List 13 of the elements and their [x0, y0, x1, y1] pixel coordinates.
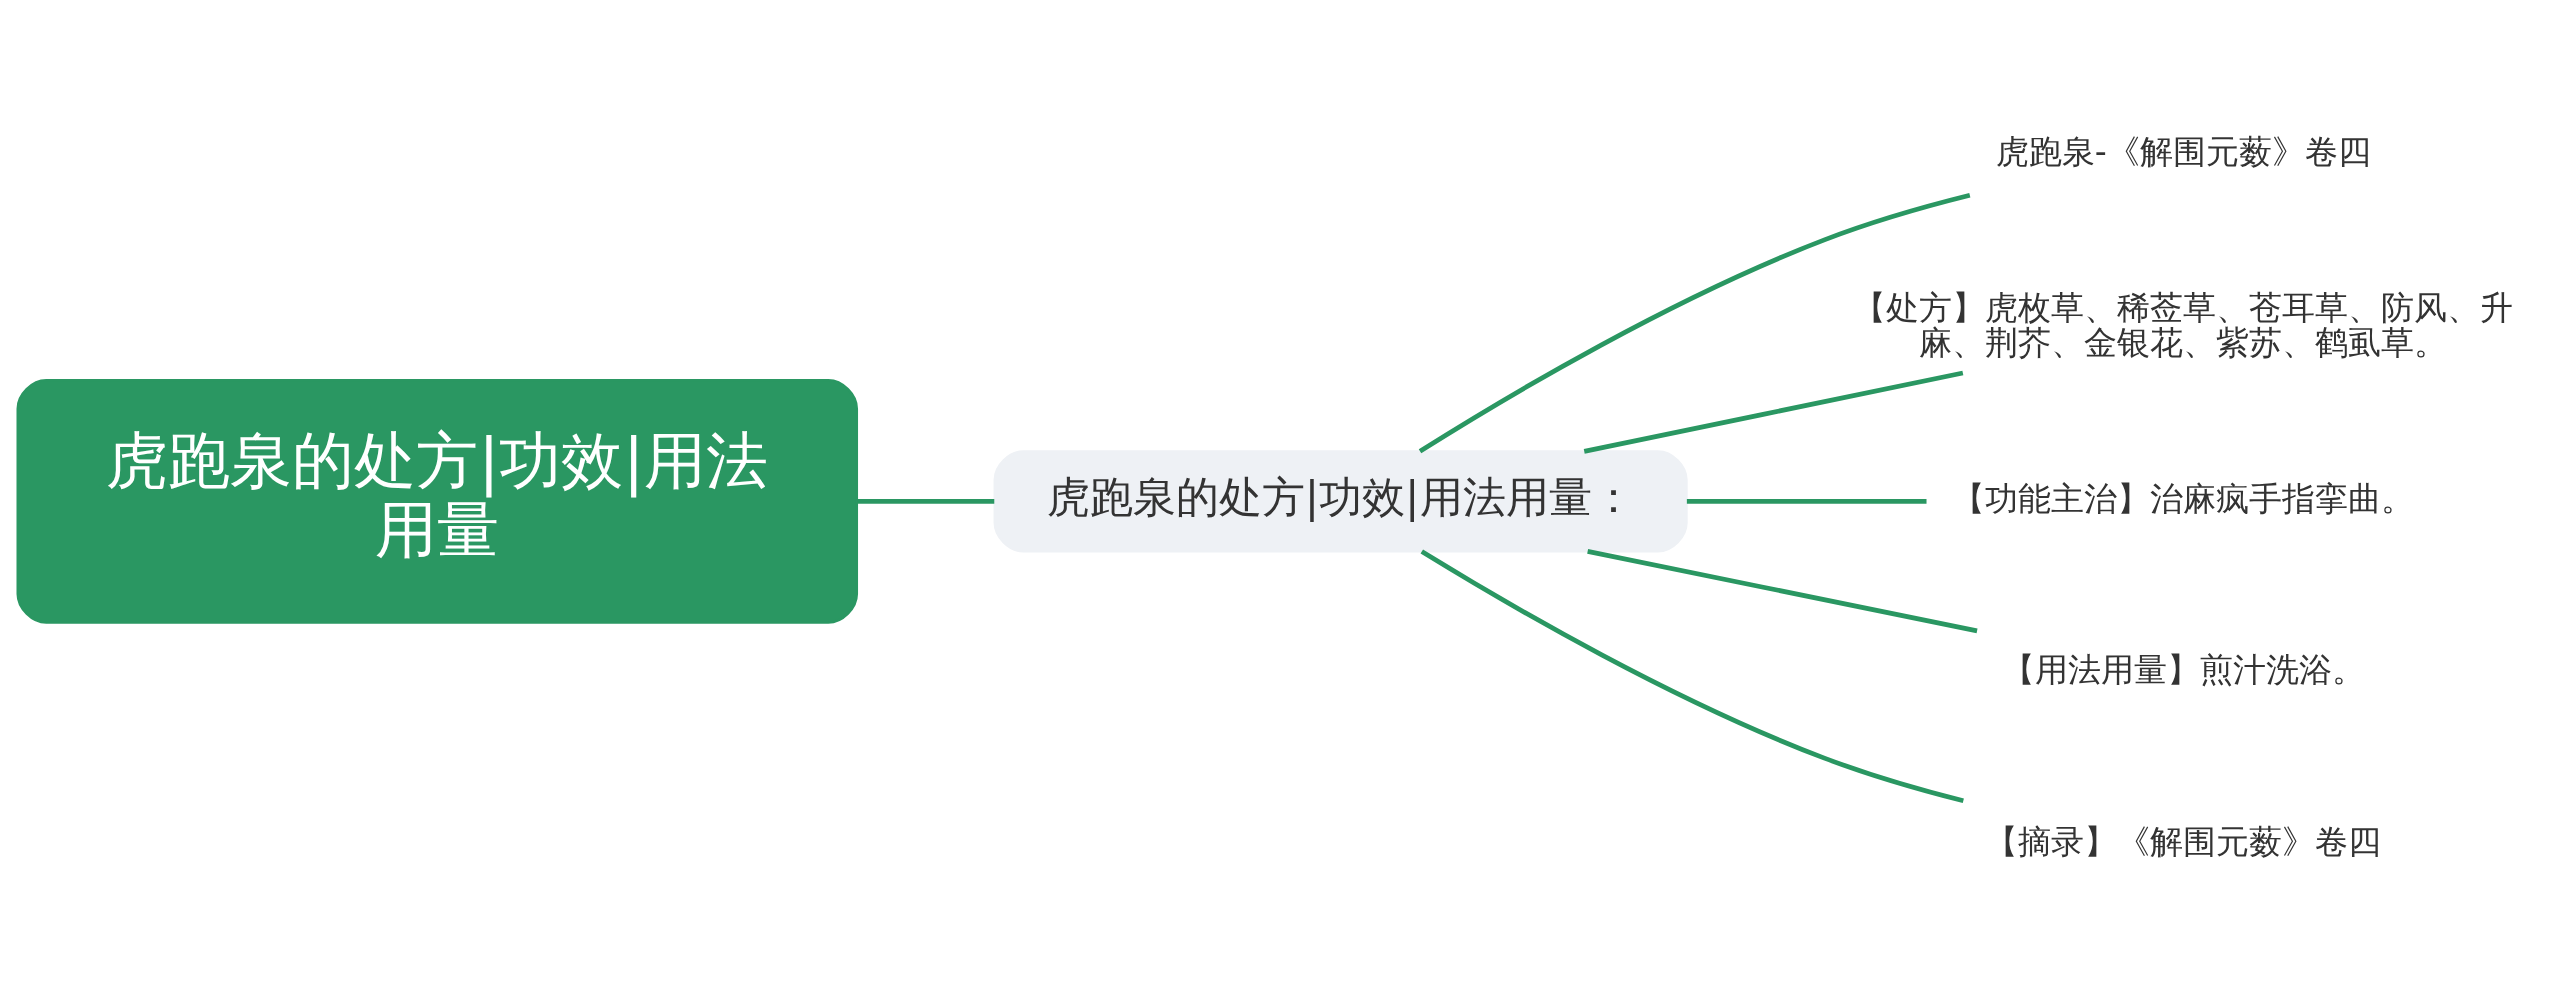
node-box: 虎跑泉的处方|功效|用法用量: [16, 378, 859, 624]
connector: [1686, 498, 1927, 504]
node-box: 虎跑泉的处方|功效|用法用量：: [993, 449, 1688, 552]
node-text: 【功能主治】治麻疯手指挛曲。: [1952, 478, 2415, 518]
connector: [1587, 548, 1978, 633]
connector: [1420, 549, 1964, 803]
node-text: 虎跑泉-《解围元薮》卷四: [1995, 131, 2371, 171]
connector: [1583, 370, 1964, 454]
connector: [1418, 192, 1971, 453]
node-text: 【处方】虎枚草、稀莶草、苍耳草、防风、升麻、荆芥、金银花、紫苏、鹤虱草。: [1853, 287, 2514, 362]
node-text: 【摘录】《解围元薮》卷四: [1985, 821, 2382, 860]
node-text: 【用法用量】煎汁洗浴。: [2001, 649, 2365, 689]
connector: [857, 498, 995, 504]
